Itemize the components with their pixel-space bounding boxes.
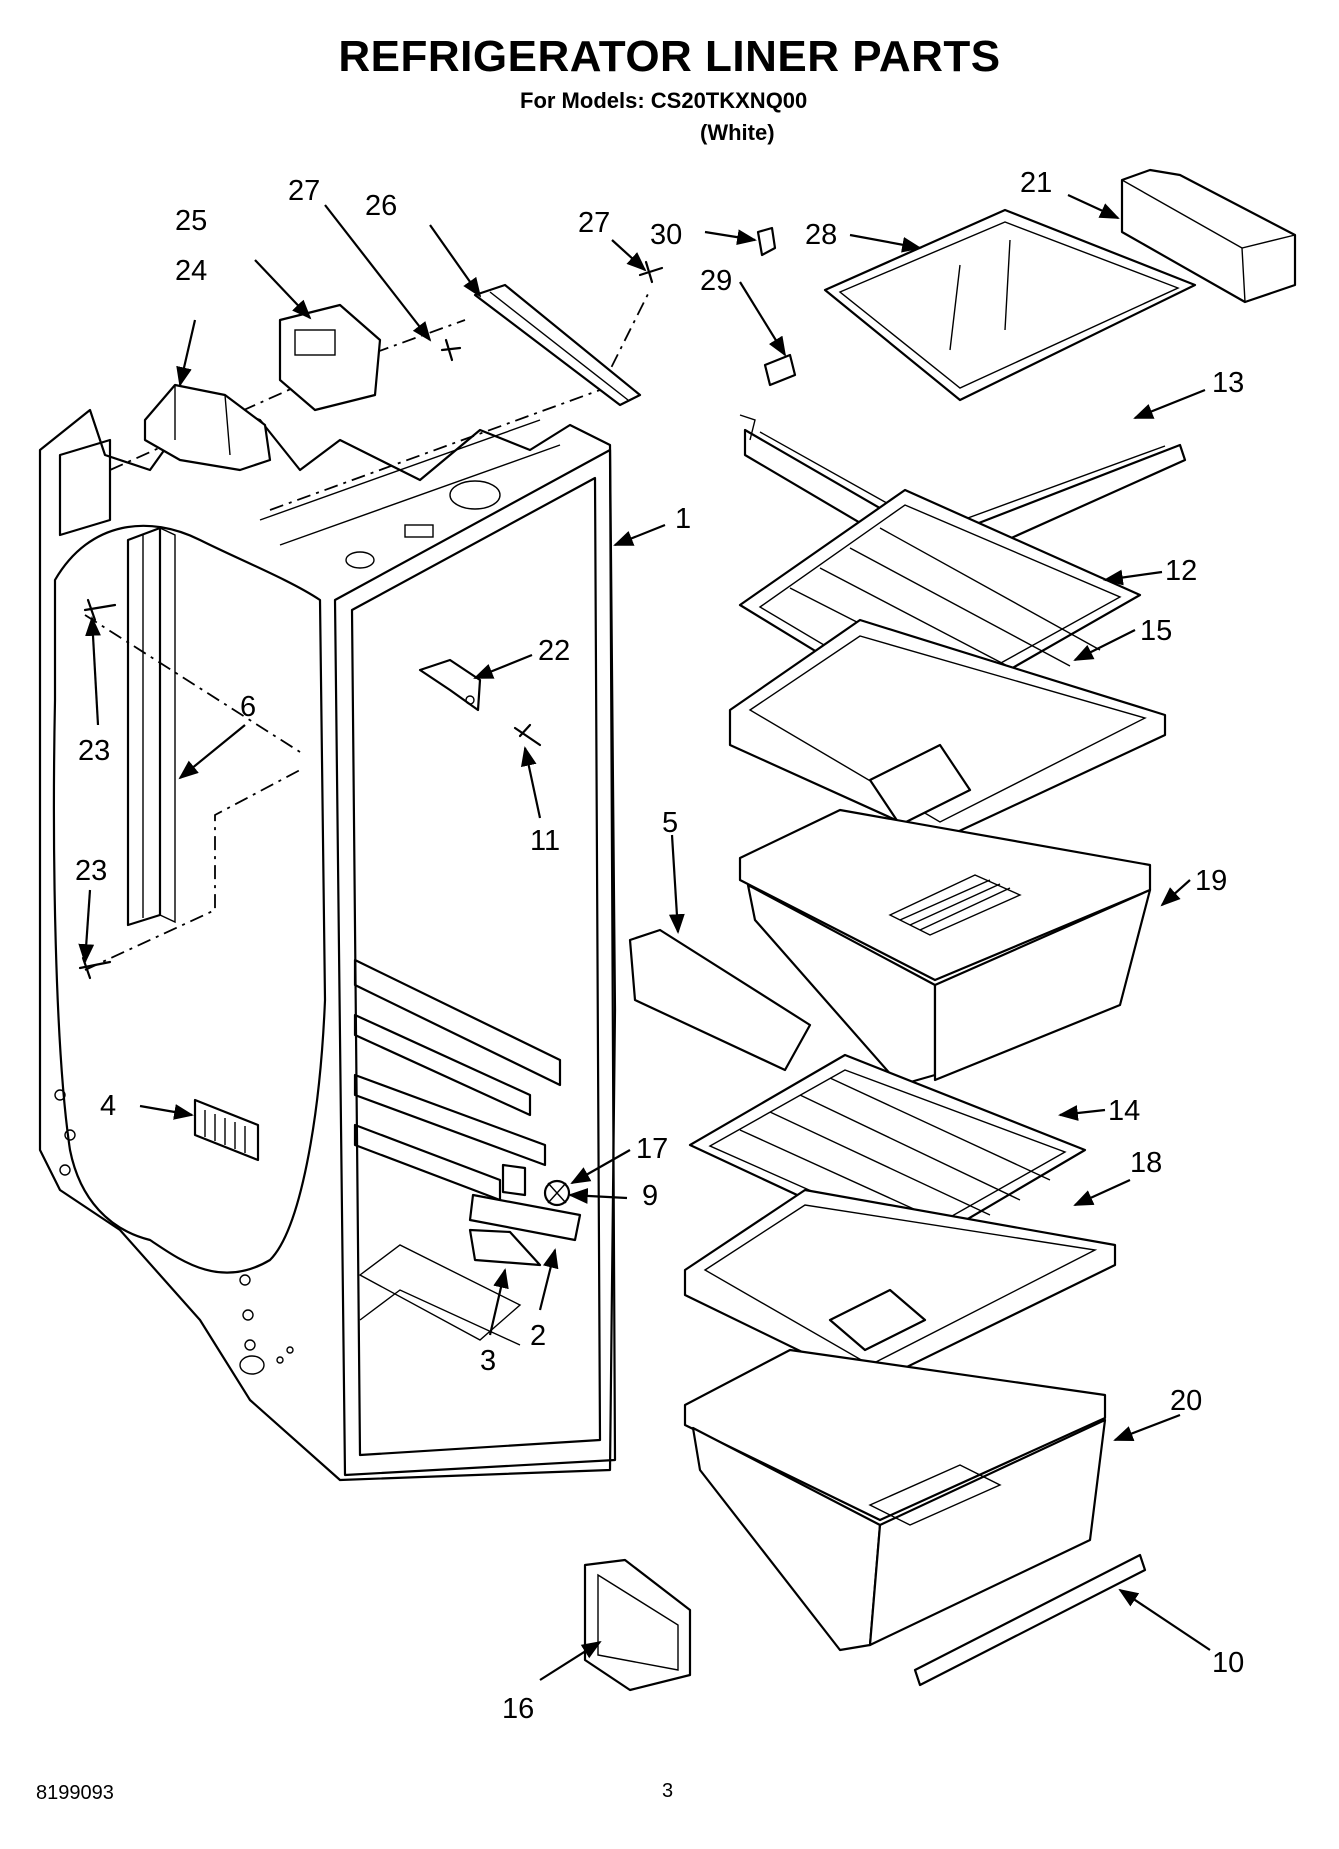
callout-6: 6 [240,691,256,723]
color-variant: (White) [700,120,775,145]
page-number: 3 [662,1780,674,1802]
callout-23-lower: 23 [75,855,107,887]
callout-30: 30 [650,219,682,251]
callout-27-right: 27 [578,207,610,239]
callout-leaders [78,194,1211,1681]
callout-9: 9 [642,1180,658,1212]
callout-12: 12 [1165,555,1197,587]
callout-20: 20 [1170,1385,1202,1417]
callout-10: 10 [1212,1647,1244,1679]
callout-2: 2 [530,1320,546,1352]
callout-17: 17 [636,1133,668,1165]
callout-5: 5 [662,807,678,839]
top-rail-part [473,260,664,407]
callout-18: 18 [1130,1147,1162,1179]
clip-part [756,226,777,257]
door-bin [1120,168,1297,304]
callout-16: 16 [502,1693,534,1725]
callout-3: 3 [480,1345,496,1377]
callout-29: 29 [700,265,732,297]
callout-27-left: 27 [288,175,320,207]
callout-1: 1 [675,503,691,535]
control-housing-parts [143,303,462,472]
crisper-drawer-upper [728,618,1167,1087]
document-number: 8199093 [36,1782,114,1804]
callout-23-upper: 23 [78,735,110,767]
shelf-support-part [628,928,812,1072]
light-lens [583,1558,692,1692]
page-title: REFRIGERATOR LINER PARTS [338,32,1001,81]
callout-25: 25 [175,205,207,237]
upper-shelf-assembly [739,208,1197,572]
trim-strip [913,1553,1147,1687]
callout-28: 28 [805,219,837,251]
callout-24: 24 [175,255,207,287]
callout-19: 19 [1195,865,1227,897]
crisper-drawer-lower [683,1348,1107,1652]
callout-11: 11 [530,825,560,857]
callout-labels: 25 24 27 26 27 30 28 29 21 13 1 12 15 22… [75,167,1244,1725]
callout-21: 21 [1020,167,1052,199]
callout-15: 15 [1140,615,1172,647]
lower-shelf-assembly [683,1053,1117,1387]
liner-cabinet [38,289,651,1482]
callout-13: 13 [1212,367,1244,399]
models-line: For Models: CS20TKXNQ00 [520,88,808,113]
callout-22: 22 [538,635,570,667]
callout-4: 4 [100,1090,116,1122]
callout-26: 26 [365,190,397,222]
callout-14: 14 [1108,1095,1140,1127]
